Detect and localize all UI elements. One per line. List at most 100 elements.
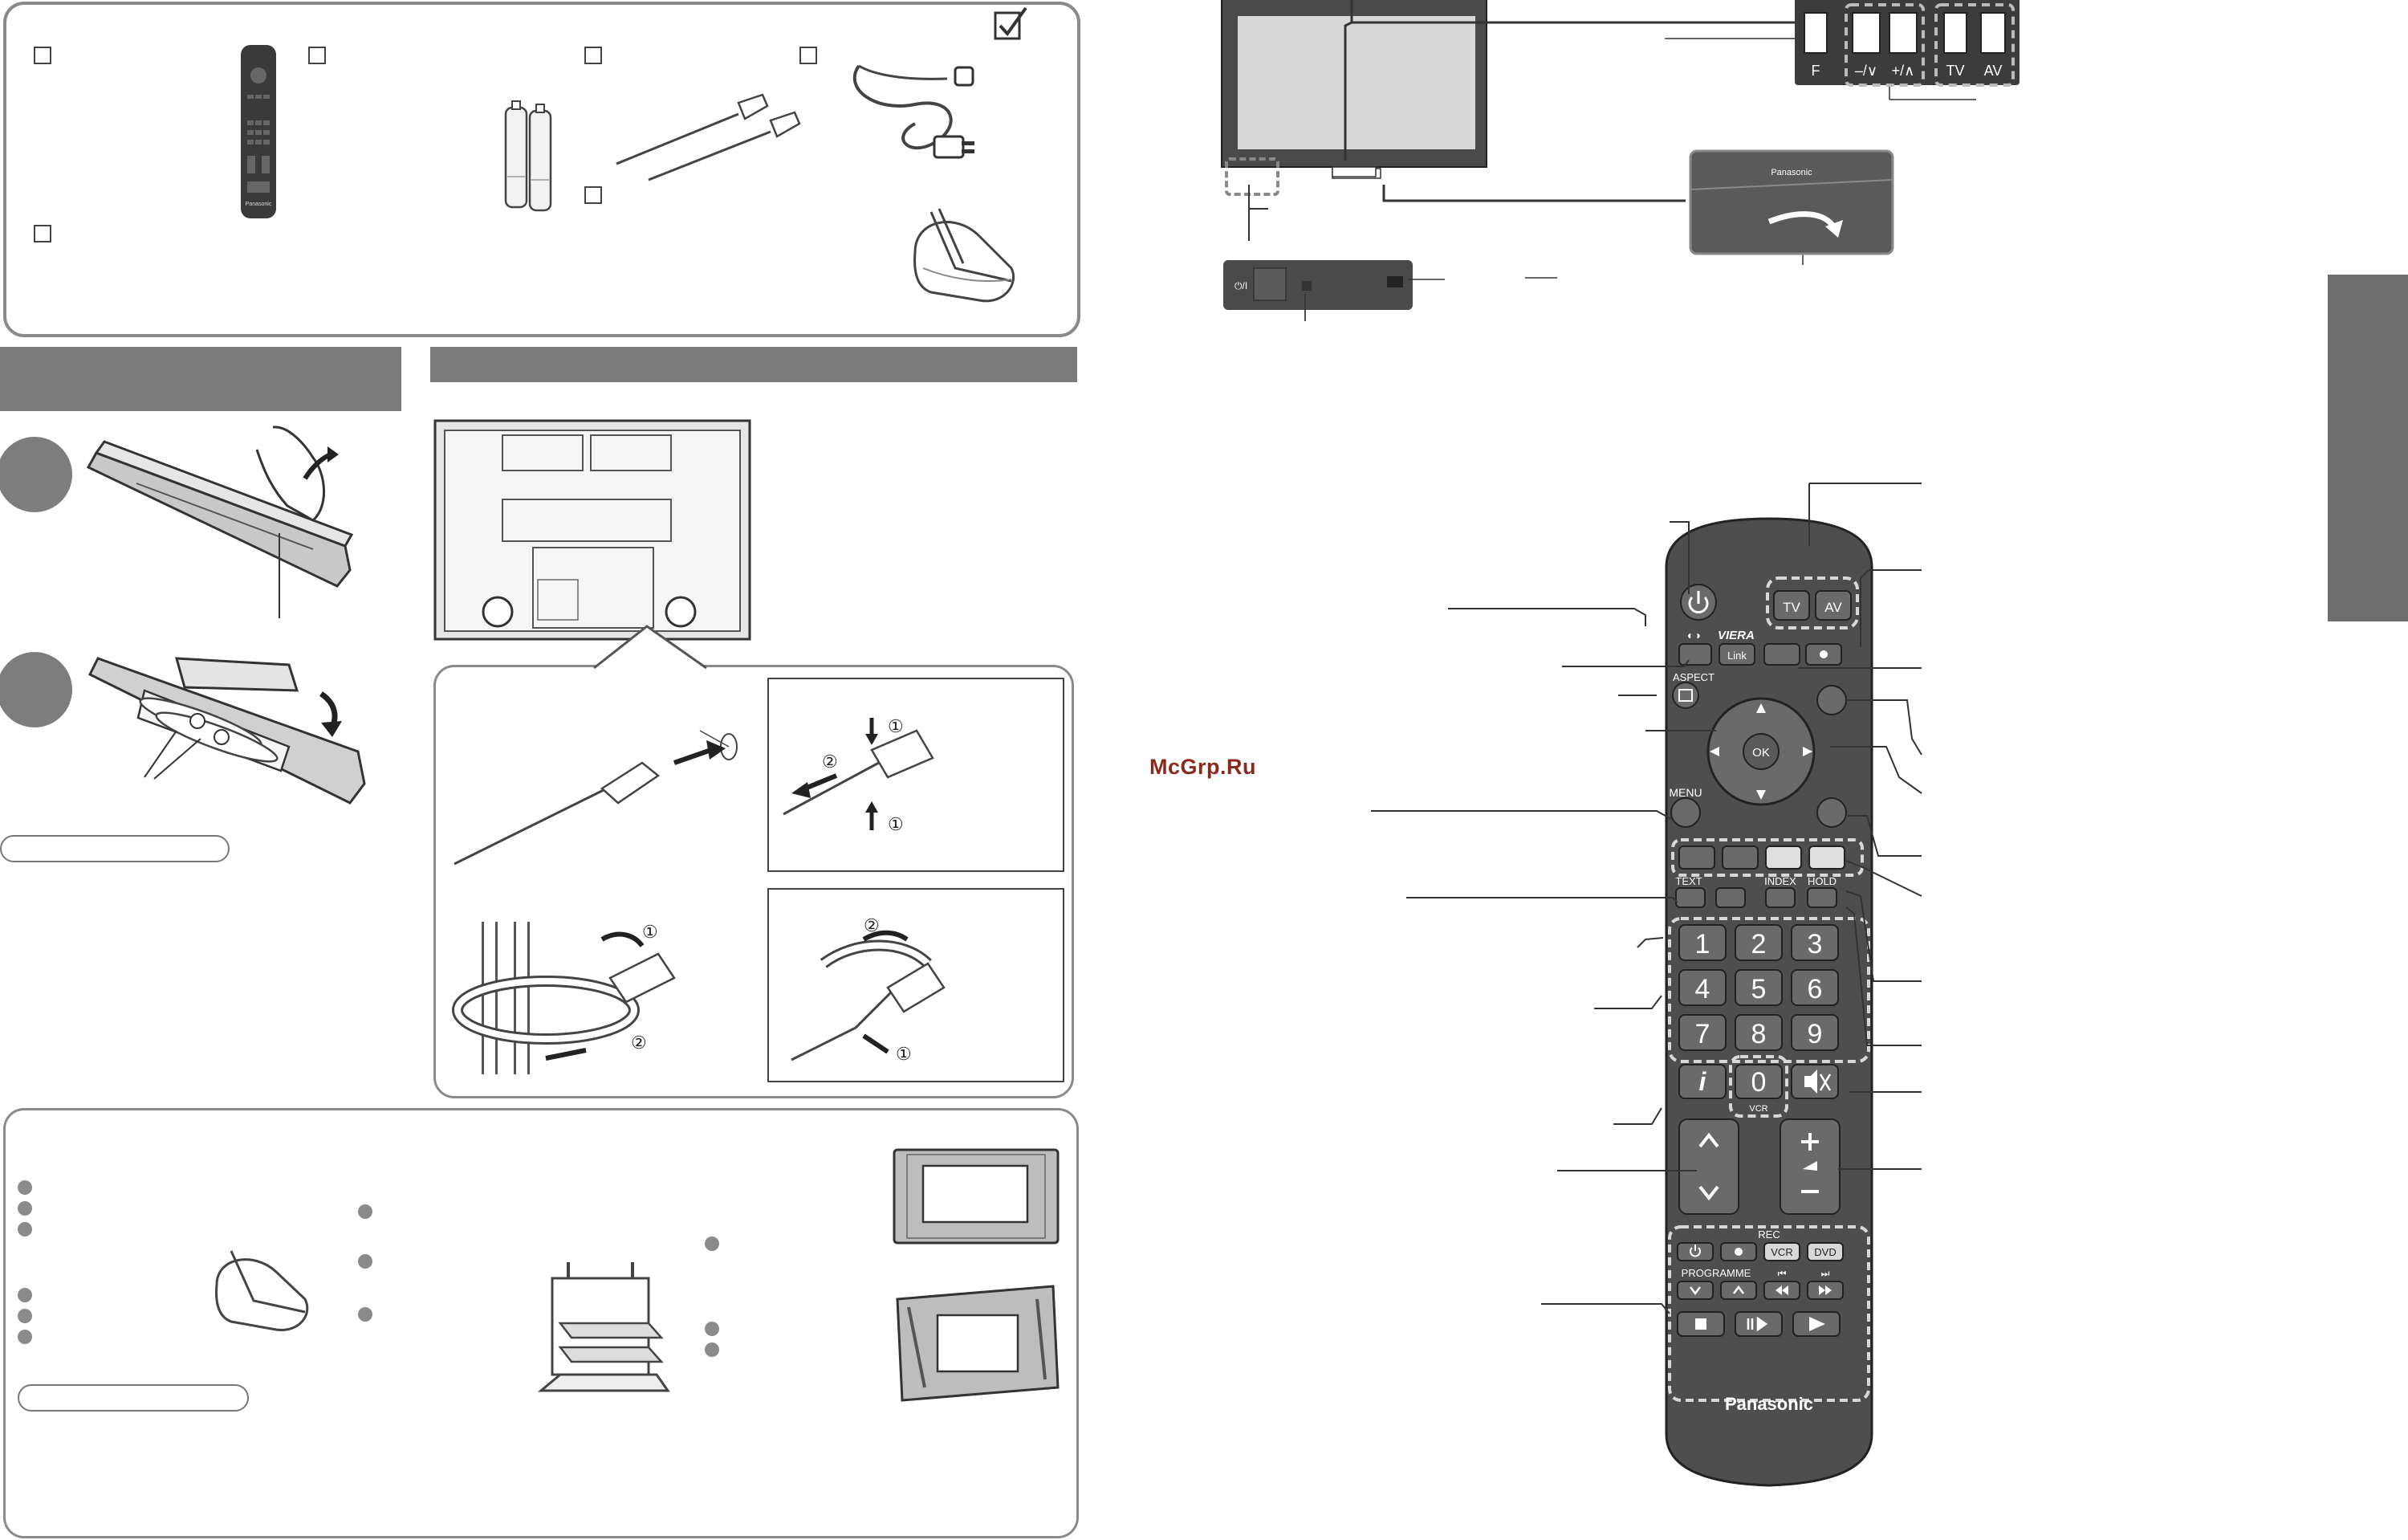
checkbox-remote[interactable] — [34, 47, 51, 64]
clamp-illustration — [616, 93, 801, 181]
aspect-label: ASPECT — [1673, 671, 1714, 683]
digit-0-button[interactable]: 0 — [1735, 1064, 1783, 1099]
vcr-label: VCR — [1771, 1246, 1792, 1258]
step-marker: ① — [888, 814, 904, 834]
channel-rocker[interactable] — [1678, 1118, 1739, 1215]
step-circle-1 — [0, 437, 72, 512]
step-circle-2 — [0, 652, 72, 727]
av-button-label: AV — [1824, 600, 1842, 615]
text-button[interactable] — [1675, 887, 1706, 908]
input-button[interactable] — [1678, 643, 1712, 666]
tie-release-illustration: ② ① — [791, 915, 946, 1064]
bullet — [705, 1322, 719, 1336]
clamp-release-illustration: ① ① ② — [783, 716, 934, 834]
mute-button[interactable] — [1791, 1064, 1839, 1099]
wall-hanging-bracket-illustration — [896, 1285, 1060, 1402]
green-button[interactable] — [1722, 845, 1759, 870]
rewind-icon — [1775, 1285, 1788, 1295]
watermark: McGrp.Ru — [1149, 755, 1257, 779]
digit-label: 7 — [1695, 1019, 1710, 1049]
digit-5-button[interactable]: 5 — [1735, 969, 1783, 1006]
checkmark-icon — [994, 6, 1027, 40]
tie-bundle-illustration: ① ② — [452, 922, 676, 1074]
chevron-up-icon — [1698, 1132, 1719, 1148]
rewind-button[interactable] — [1763, 1281, 1800, 1300]
tv-rear-illustration — [433, 419, 751, 641]
digit-9-button[interactable]: 9 — [1791, 1014, 1839, 1051]
tv-frame-closeup: Panasonic — [1689, 149, 1894, 255]
checkbox-cable-tie[interactable] — [584, 186, 602, 204]
info-icon: i — [1699, 1067, 1707, 1096]
play-button[interactable] — [1792, 1311, 1841, 1337]
aspect-button[interactable] — [1672, 682, 1699, 709]
note-pill-2 — [18, 1384, 249, 1412]
return-button[interactable] — [1816, 797, 1847, 828]
dvd-button[interactable]: DVD — [1807, 1242, 1844, 1261]
programme-down-button[interactable] — [1677, 1281, 1714, 1300]
clamp-insertion-illustration — [454, 730, 738, 866]
remote-callout-lines — [1371, 483, 1922, 1314]
stop-button[interactable] — [1677, 1311, 1725, 1337]
tv-button-label: F — [1812, 63, 1820, 79]
tv-button[interactable]: TV — [1773, 590, 1810, 621]
recorder-rec-button[interactable] — [1720, 1242, 1757, 1261]
small-remote-illustration: Panasonic — [241, 45, 276, 218]
menu-button[interactable] — [1670, 797, 1701, 828]
digit-1-button[interactable]: 1 — [1678, 924, 1727, 961]
skip-back-icon: ⏮ — [1778, 1268, 1787, 1279]
vcr-button[interactable]: VCR — [1763, 1242, 1800, 1261]
checkbox-batteries[interactable] — [308, 47, 326, 64]
blue-button[interactable] — [1808, 845, 1845, 870]
pedestal-illustration — [913, 208, 1015, 303]
volume-rocker[interactable] — [1780, 1118, 1841, 1215]
yellow-button[interactable] — [1765, 845, 1802, 870]
fast-forward-icon — [1819, 1285, 1832, 1295]
checkbox-mains-lead[interactable] — [799, 47, 817, 64]
step-marker: ① — [896, 1044, 912, 1064]
step-marker: ② — [864, 915, 880, 935]
power-strip-lines — [1304, 279, 1445, 321]
digit-label: 1 — [1695, 929, 1710, 959]
nav-up-icon — [1756, 703, 1766, 713]
battery-insertion-illustration — [87, 657, 366, 805]
digit-2-button[interactable]: 2 — [1735, 924, 1783, 961]
link-button[interactable]: Link — [1719, 643, 1755, 666]
index-button[interactable] — [1765, 887, 1796, 908]
digit-label: 6 — [1808, 974, 1823, 1004]
section-header-right — [430, 347, 1077, 382]
link-button-label: Link — [1727, 650, 1747, 662]
volume-icon — [1803, 1161, 1817, 1171]
digit-label: 3 — [1808, 929, 1823, 959]
ok-label: OK — [1752, 746, 1770, 760]
fast-forward-button[interactable] — [1807, 1281, 1844, 1300]
step-marker: ① — [642, 922, 658, 942]
subtitle-button[interactable] — [1715, 887, 1746, 908]
ok-button[interactable]: OK — [1743, 733, 1780, 770]
digit-4-button[interactable]: 4 — [1678, 969, 1727, 1006]
digit-8-button[interactable]: 8 — [1735, 1014, 1783, 1051]
recorder-power-button[interactable] — [1677, 1242, 1714, 1261]
tv-button-panel: F –/∨ +/∧ TV AV — [1795, 0, 2020, 87]
batteries-illustration — [504, 100, 552, 212]
digit-label: 4 — [1695, 974, 1710, 1004]
av-button[interactable]: AV — [1815, 590, 1852, 621]
digit-7-button[interactable]: 7 — [1678, 1014, 1727, 1051]
checkbox-stand[interactable] — [34, 225, 51, 242]
programme-up-button[interactable] — [1720, 1281, 1757, 1300]
dvd-label: DVD — [1814, 1246, 1836, 1258]
bullet — [705, 1342, 719, 1357]
checkbox-clamp[interactable] — [584, 47, 602, 64]
text-label: TEXT — [1675, 875, 1702, 887]
step-marker: ② — [822, 752, 838, 772]
hold-button[interactable] — [1807, 887, 1837, 908]
pause-button[interactable] — [1735, 1311, 1783, 1337]
digit-3-button[interactable]: 3 — [1791, 924, 1839, 961]
digit-label: 5 — [1751, 974, 1767, 1004]
red-button[interactable] — [1678, 845, 1715, 870]
digit-6-button[interactable]: 6 — [1791, 969, 1839, 1006]
info-button[interactable]: i — [1678, 1064, 1727, 1099]
record-button[interactable] — [1805, 643, 1842, 666]
tv-button-label: AV — [1984, 63, 2003, 79]
option-button[interactable] — [1763, 643, 1800, 666]
side-tab — [2328, 275, 2408, 621]
